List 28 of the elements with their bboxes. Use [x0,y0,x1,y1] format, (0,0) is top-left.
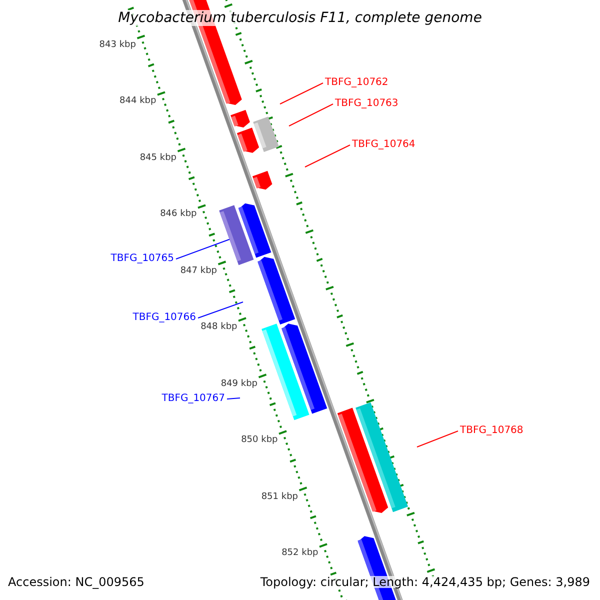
leader-line [226,398,240,400]
leader-line [304,144,350,168]
gene-label: TBFG_10765 [110,254,174,264]
leader-line [280,82,324,104]
scale-label: 847 kbp [180,266,217,276]
scale-label: 844 kbp [120,97,156,106]
scale-label: 843 kbp [99,40,136,50]
gene-label: TBFG_10764 [352,140,416,150]
scale-label: 846 kbp [160,210,197,220]
scale-label: 849 kbp [220,380,258,389]
gene-label: TBFG_10763 [335,99,398,109]
accession-note: Accession: NC_009565 [8,576,144,588]
leader-line [288,104,334,126]
gene-label: TBFG_10768 [460,426,524,436]
scale-label: 848 kbp [200,323,238,332]
gene-label: TBFG_10767 [162,394,225,404]
scale-label: 852 kbp [282,549,318,558]
genome-summary: Topology: circular; Length: 4,424,435 bp; Genes: 3,989 [260,576,590,588]
scale-label: 851 kbp [261,492,298,502]
title: Mycobacterium tuberculosis F11, complete genome [116,10,484,26]
scale-label: 850 kbp [241,436,278,446]
gene-label: TBFG_10766 [132,313,196,323]
scale-label: 845 kbp [140,154,176,163]
gene-label: TBFG_10762 [325,78,388,88]
gene-bar [219,205,254,266]
leader-line [198,302,244,318]
leader-line [416,430,458,448]
leader-line [176,238,230,260]
